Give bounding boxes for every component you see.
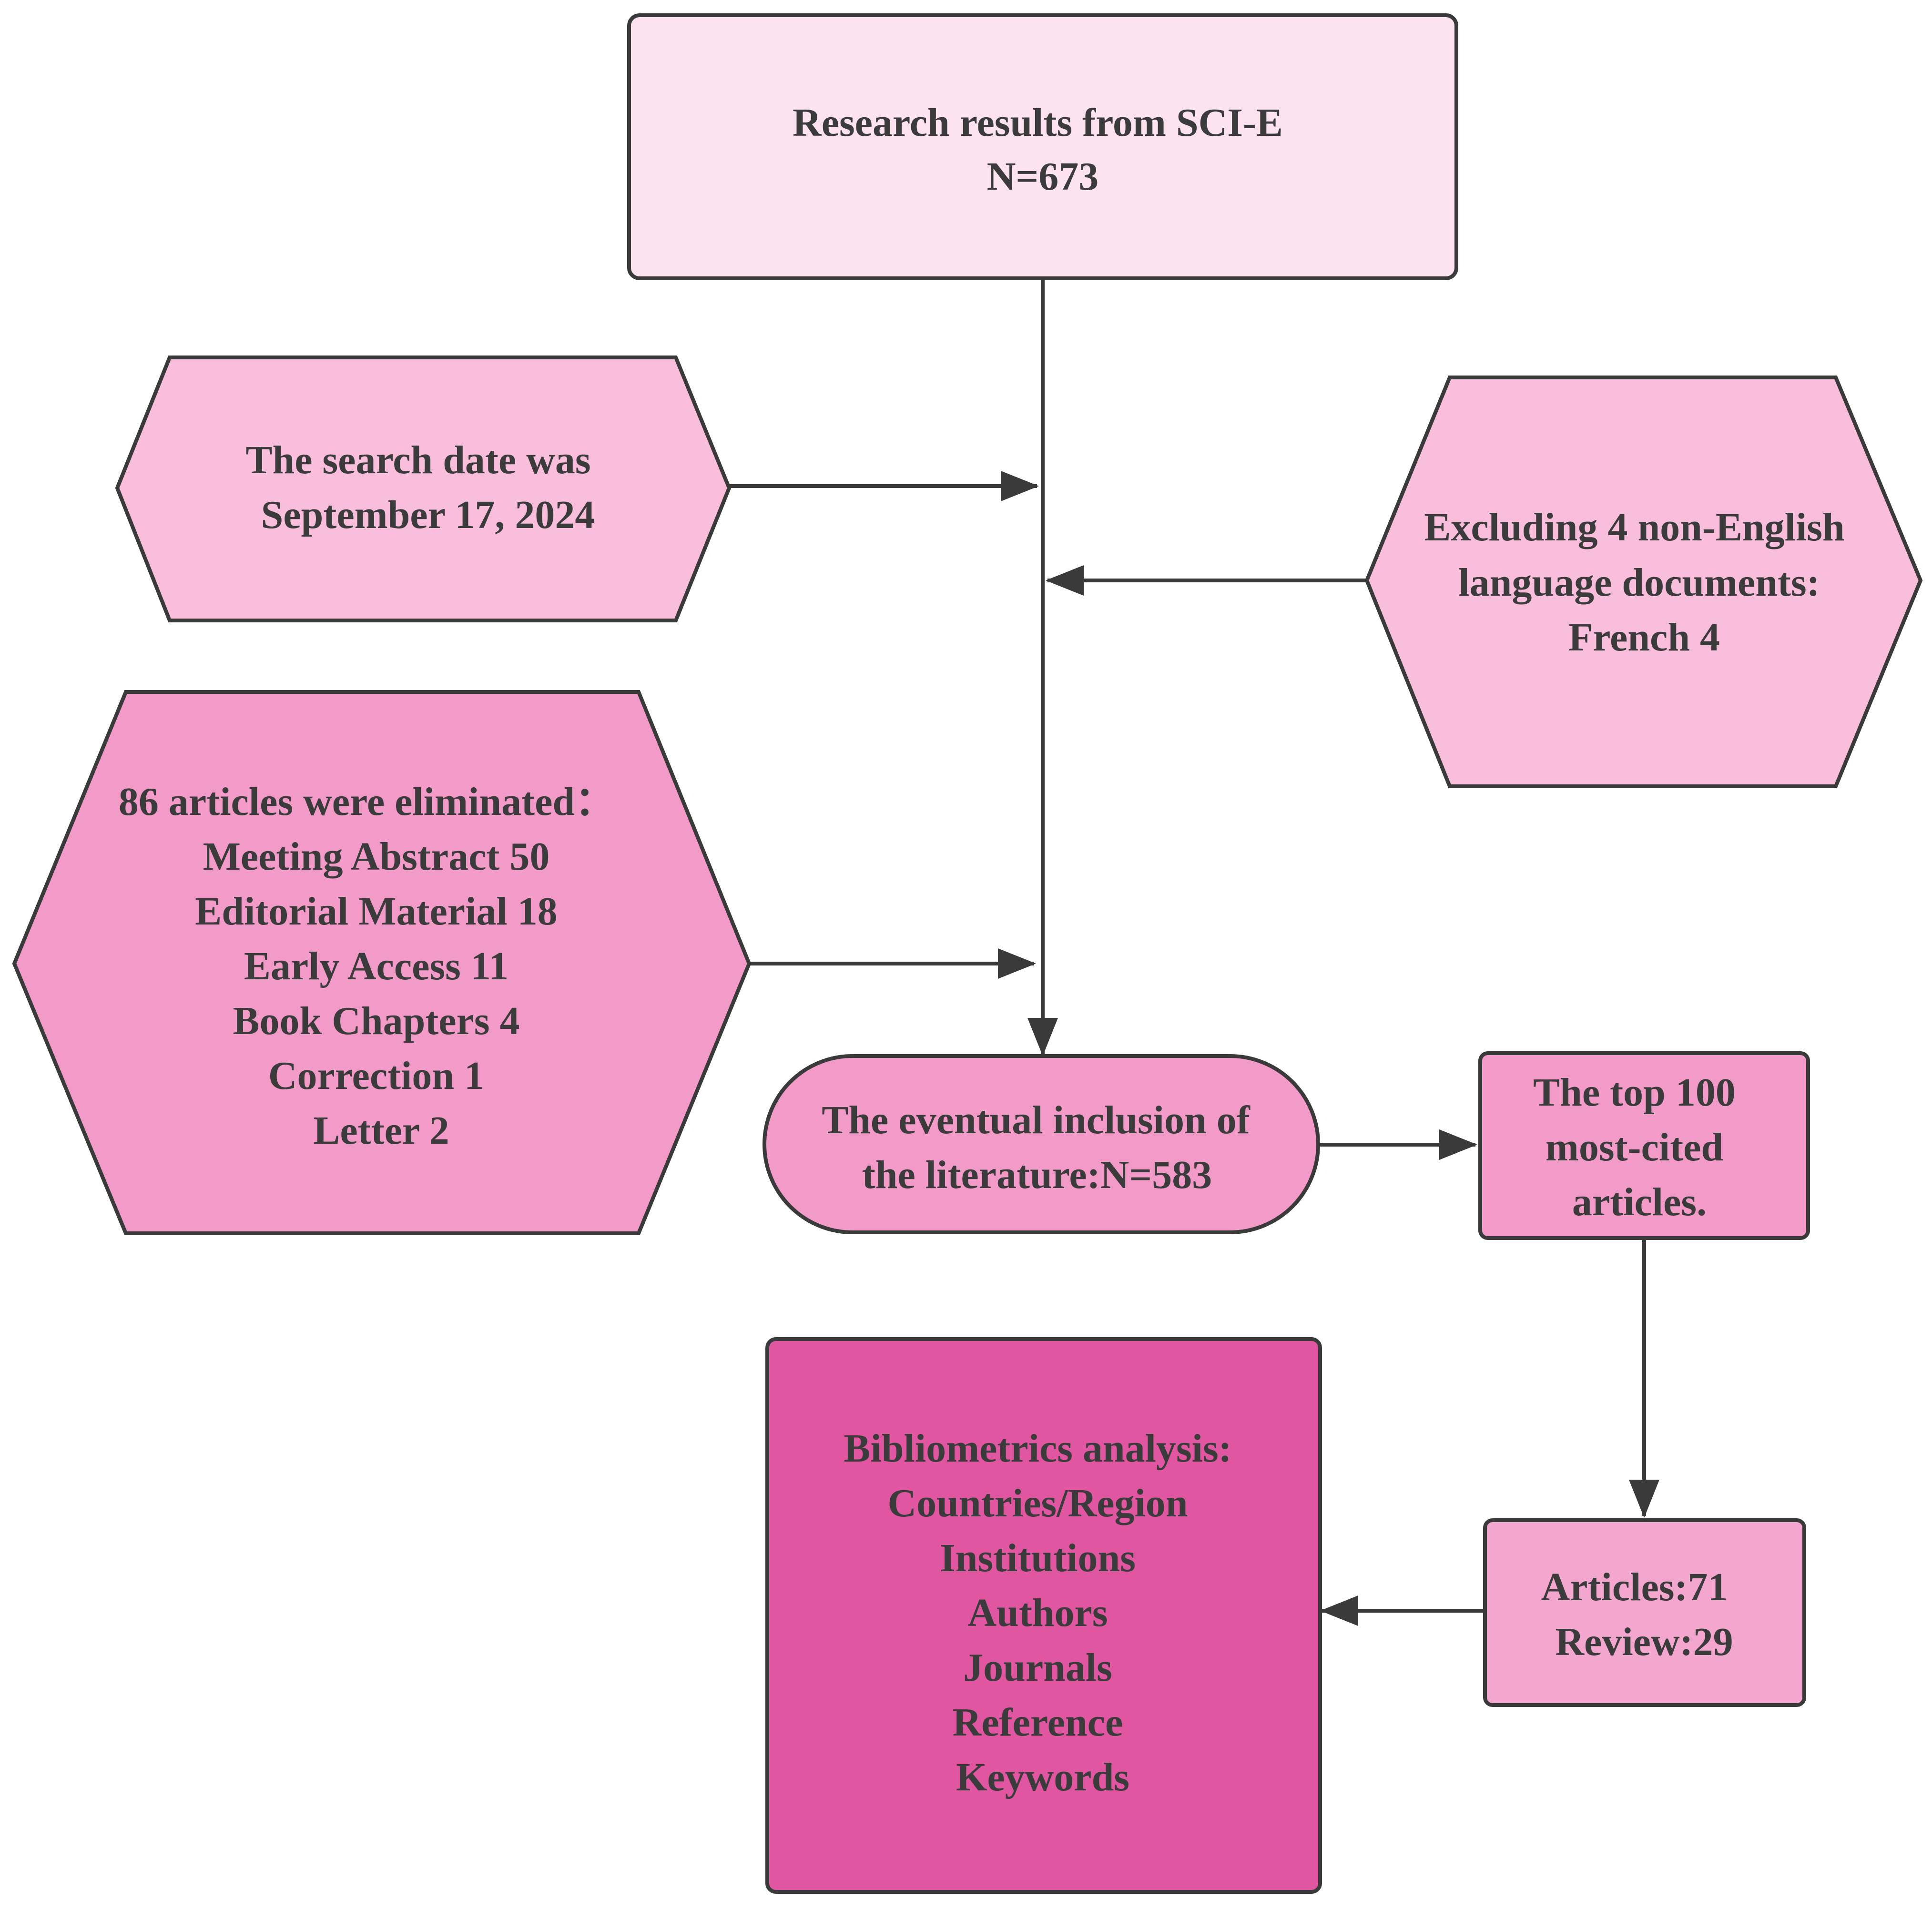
node-inclusion-line: the literature:N=583 (862, 1153, 1212, 1197)
node-search-date: The search date was September 17, 2024 (115, 356, 732, 622)
svg-text:Research results from SCI-E: Research results from SCI-E N=673 (793, 101, 1293, 199)
node-eliminated-line: Correction 1 (268, 1054, 484, 1098)
node-search-results-line: Research results from SCI-E (793, 101, 1283, 145)
node-eliminated-line: Editorial Material 18 (195, 889, 558, 934)
svg-text:Bibliometrics analysis:: Bibliometrics analysis: Countries/Region… (844, 1426, 1241, 1799)
node-top100-box (1478, 1051, 1810, 1240)
svg-text:Articles:71 Review:29: Articles:71 Review:29 (1541, 1565, 1738, 1664)
edges (729, 280, 1659, 1626)
node-search-results: Research results from SCI-E N=673 (627, 13, 1458, 280)
node-non-english-shape (1364, 376, 1923, 788)
node-non-english-line: Excluding 4 non-English (1424, 505, 1844, 549)
node-eliminated-line: 86 articles were eliminated： (119, 780, 615, 824)
node-non-english-line: language documents: (1458, 560, 1820, 605)
node-eliminated-shape (12, 690, 752, 1235)
node-eliminated: 86 articles were eliminated： Meeting Abs… (12, 690, 752, 1235)
node-non-english-line: French 4 (1568, 615, 1720, 660)
node-types-line: Review:29 (1555, 1620, 1733, 1664)
node-analysis-line: Journals (963, 1646, 1112, 1690)
node-eliminated-line: Meeting Abstract 50 (203, 834, 550, 879)
node-analysis: Bibliometrics analysis: Countries/Region… (765, 1337, 1322, 1894)
node-types: Articles:71 Review:29 (1483, 1518, 1806, 1707)
node-top100: The top 100 most-cited articles. (1478, 1051, 1810, 1240)
node-analysis-line: Bibliometrics analysis: (844, 1426, 1231, 1471)
node-inclusion-box (763, 1054, 1320, 1234)
svg-text:The top 100 most-cited: The top 100 most-cited articles. (1533, 1070, 1746, 1224)
node-top100-line: The top 100 (1533, 1070, 1736, 1115)
svg-text:Excluding 4 non-English: Excluding 4 non-English language documen… (1424, 505, 1854, 660)
node-analysis-box (765, 1337, 1322, 1894)
svg-text:86 articles were eliminated：: 86 articles were eliminated： Meeting Abs… (119, 780, 625, 1153)
svg-text:The search date was Sept: The search date was September 17, 2024 (245, 438, 600, 537)
node-non-english: Excluding 4 non-English language documen… (1364, 376, 1923, 788)
node-inclusion-line: The eventual inclusion of (822, 1098, 1250, 1142)
node-analysis-line: Reference (953, 1700, 1123, 1745)
node-top100-line: articles. (1572, 1180, 1707, 1224)
node-analysis-line: Keywords (956, 1755, 1129, 1799)
node-search-date-shape (115, 356, 732, 622)
node-eliminated-line: Letter 2 (313, 1108, 449, 1153)
node-eliminated-line: Book Chapters 4 (233, 999, 519, 1043)
node-search-results-box (627, 13, 1458, 280)
node-search-results-line: N=673 (987, 154, 1099, 199)
node-analysis-line: Countries/Region (888, 1481, 1188, 1525)
node-eliminated-line: Early Access 11 (244, 944, 508, 988)
node-analysis-line: Institutions (940, 1536, 1136, 1580)
node-types-line: Articles:71 (1541, 1565, 1728, 1609)
node-types-box (1483, 1518, 1806, 1707)
node-analysis-line: Authors (967, 1591, 1108, 1635)
node-inclusion: The eventual inclusion of the literature… (763, 1054, 1320, 1234)
node-search-date-line: September 17, 2024 (261, 493, 595, 537)
node-top100-line: most-cited (1546, 1125, 1723, 1169)
node-search-date-line: The search date was (245, 438, 590, 482)
svg-text:The eventual inclusion of: The eventual inclusion of the literature… (822, 1098, 1260, 1197)
